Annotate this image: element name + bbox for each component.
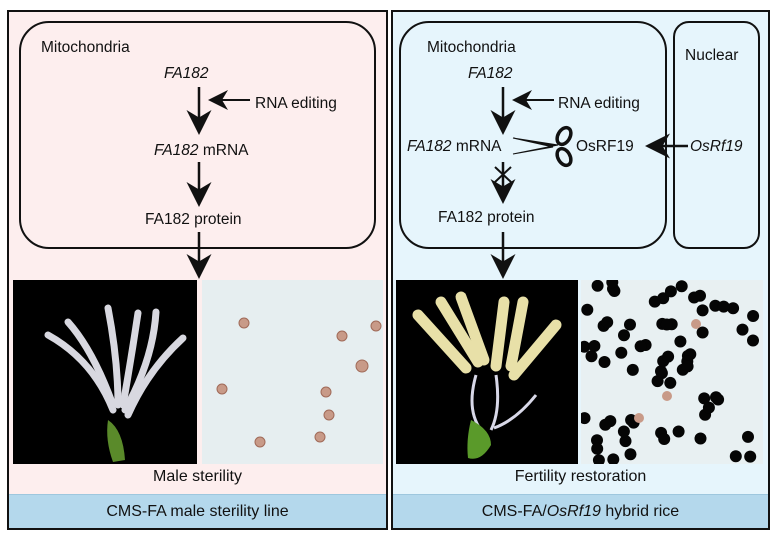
osrf19-gene-label: OsRf19 (690, 138, 743, 155)
pollen-grain (702, 401, 715, 414)
pollen-grain (694, 432, 707, 445)
pollen-grain (747, 334, 759, 347)
pollen-grain (664, 285, 677, 298)
protein-label: FA182 protein (438, 209, 535, 226)
cms-line-panel: Mitochondria FA182 RNA editing FA182 mRN… (7, 10, 388, 530)
pollen-grain (606, 276, 619, 289)
mitochondria-label: Mitochondria (41, 39, 130, 56)
sterile-anther-photo (13, 280, 197, 464)
pollen-grain (617, 425, 630, 438)
scissors-icon (512, 125, 573, 168)
pollen-grain (591, 442, 604, 455)
sterile-pollen-grain (691, 319, 701, 329)
rna-editing-label: RNA editing (558, 95, 640, 112)
pollen-grain (619, 435, 632, 448)
pollen-grain (742, 430, 754, 443)
pollen-grain (634, 340, 647, 353)
pollen-grain (578, 412, 591, 425)
pollen-grain (672, 425, 685, 438)
sterile-pollen-photo (202, 280, 383, 464)
pollen-grain (624, 448, 637, 461)
pollen-grain (674, 335, 687, 348)
nuclear-compartment (673, 21, 760, 249)
pollen-grain (698, 392, 711, 405)
pollen-grain (585, 350, 598, 363)
mrna-label: FA182 mRNA (154, 142, 249, 159)
pollen-grain (664, 376, 677, 389)
pollen-grain (648, 295, 661, 308)
pollen-grain (710, 391, 722, 404)
line-caption: CMS-FA/OsRf19 hybrid rice (393, 494, 768, 528)
rna-editing-label: RNA editing (255, 95, 337, 112)
protein-label: FA182 protein (145, 211, 242, 228)
hybrid-rice-panel: Mitochondria Nuclear FA182 RNA editing F… (391, 10, 770, 530)
yellow-anthers-icon (412, 291, 562, 459)
pollen-grain (591, 434, 603, 447)
pollen-grain (747, 310, 760, 322)
pollen-grain (607, 453, 620, 466)
line-caption: CMS-FA male sterility line (9, 494, 386, 528)
pathway-arrows (490, 87, 688, 279)
pollen-grain (601, 316, 614, 329)
pollen-grain (658, 433, 671, 445)
pollen-grain (581, 303, 594, 316)
white-anthers-icon (44, 304, 187, 462)
sterile-pollen-grain (662, 391, 672, 401)
pollen-grain (729, 450, 742, 463)
pollen-grain (660, 318, 673, 331)
pollen-grain (675, 280, 688, 293)
pollen-grain (578, 340, 591, 353)
pollen-grains-icon (578, 276, 760, 467)
sterile-pollen-grain (634, 413, 644, 423)
pollen-grain (615, 346, 628, 359)
pollen-grain (696, 326, 709, 339)
pollen-grain (696, 304, 709, 317)
pollen-grain (651, 375, 664, 388)
pollen-grain (727, 302, 740, 315)
pollen-grains-icon (216, 317, 382, 448)
pollen-grain (624, 318, 636, 331)
pollen-grain (598, 356, 611, 368)
gene-label: FA182 (468, 65, 513, 82)
fertile-pollen-photo (578, 276, 763, 467)
pollen-grain (626, 363, 639, 376)
mitochondria-label: Mitochondria (427, 39, 516, 56)
gene-label: FA182 (164, 65, 209, 82)
pollen-grain (681, 360, 694, 373)
pollen-grain (618, 329, 630, 342)
pollen-grain (591, 279, 604, 292)
fertile-anther-photo (396, 280, 578, 464)
pollen-grain (744, 450, 757, 463)
nuclear-label: Nuclear (685, 47, 739, 64)
pathway-arrows (186, 87, 250, 279)
pollen-grain (662, 350, 675, 363)
mitochondria-compartment (19, 21, 376, 249)
pollen-grain (736, 323, 749, 336)
cross-mark-icon (494, 166, 512, 183)
pollen-grain (688, 291, 701, 304)
mrna-label: FA182 mRNA (407, 138, 502, 155)
pollen-grain (717, 300, 730, 313)
phenotype-label: Male sterility (153, 468, 242, 485)
pollen-grain (588, 340, 601, 352)
pollen-grain (655, 365, 667, 378)
osrf19-protein-label: OsRF19 (576, 138, 634, 155)
pollen-grain (592, 454, 605, 467)
pollen-grain (599, 418, 612, 431)
pollen-grain (625, 414, 638, 426)
phenotype-label: Fertility restoration (514, 468, 647, 485)
